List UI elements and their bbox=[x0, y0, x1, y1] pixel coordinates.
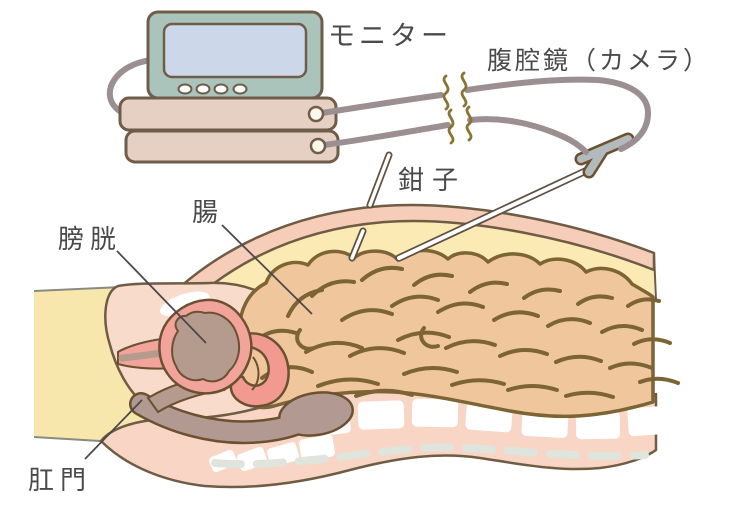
monitor-screen bbox=[162, 22, 308, 79]
bladder-body bbox=[171, 310, 241, 383]
leader-lines bbox=[84, 224, 313, 460]
scope-handle bbox=[574, 132, 635, 179]
leg-top-line bbox=[33, 286, 123, 292]
intestine-coil-lines bbox=[250, 265, 680, 412]
forceps-instrument bbox=[348, 151, 393, 262]
label-forceps: 鉗子 bbox=[398, 165, 467, 195]
monitor bbox=[146, 10, 324, 100]
lower-cable bbox=[321, 116, 589, 155]
label-anus: 肛門 bbox=[28, 465, 93, 495]
spine-discs bbox=[211, 443, 649, 469]
label-intestine: 腸 bbox=[192, 197, 219, 227]
leg-bottom-line bbox=[33, 436, 101, 442]
anus-leader-line bbox=[84, 399, 143, 460]
body-cross-section bbox=[33, 203, 680, 489]
label-laparoscope: 腹腔鏡（カメラ） bbox=[487, 47, 712, 75]
cables bbox=[319, 76, 652, 155]
skin-highlight bbox=[160, 291, 210, 317]
monitor-buttons bbox=[177, 83, 248, 95]
rectum bbox=[129, 391, 354, 445]
bladder bbox=[158, 298, 253, 395]
cable-connectors bbox=[307, 105, 327, 155]
label-bladder: 膀胱 bbox=[58, 224, 123, 254]
equipment-cart bbox=[106, 10, 652, 164]
rectum-tube bbox=[131, 394, 330, 442]
camera-unit-boxes bbox=[118, 96, 340, 164]
torso-cut-edge bbox=[653, 252, 657, 301]
laparoscope-instrument bbox=[395, 132, 635, 262]
intestine-leader-line bbox=[221, 224, 313, 315]
bladder-leader-line bbox=[116, 250, 207, 344]
label-monitor: モニター bbox=[328, 21, 452, 51]
intestines bbox=[235, 248, 680, 419]
cable-break-marks bbox=[442, 71, 473, 145]
upper-cable bbox=[319, 76, 652, 152]
